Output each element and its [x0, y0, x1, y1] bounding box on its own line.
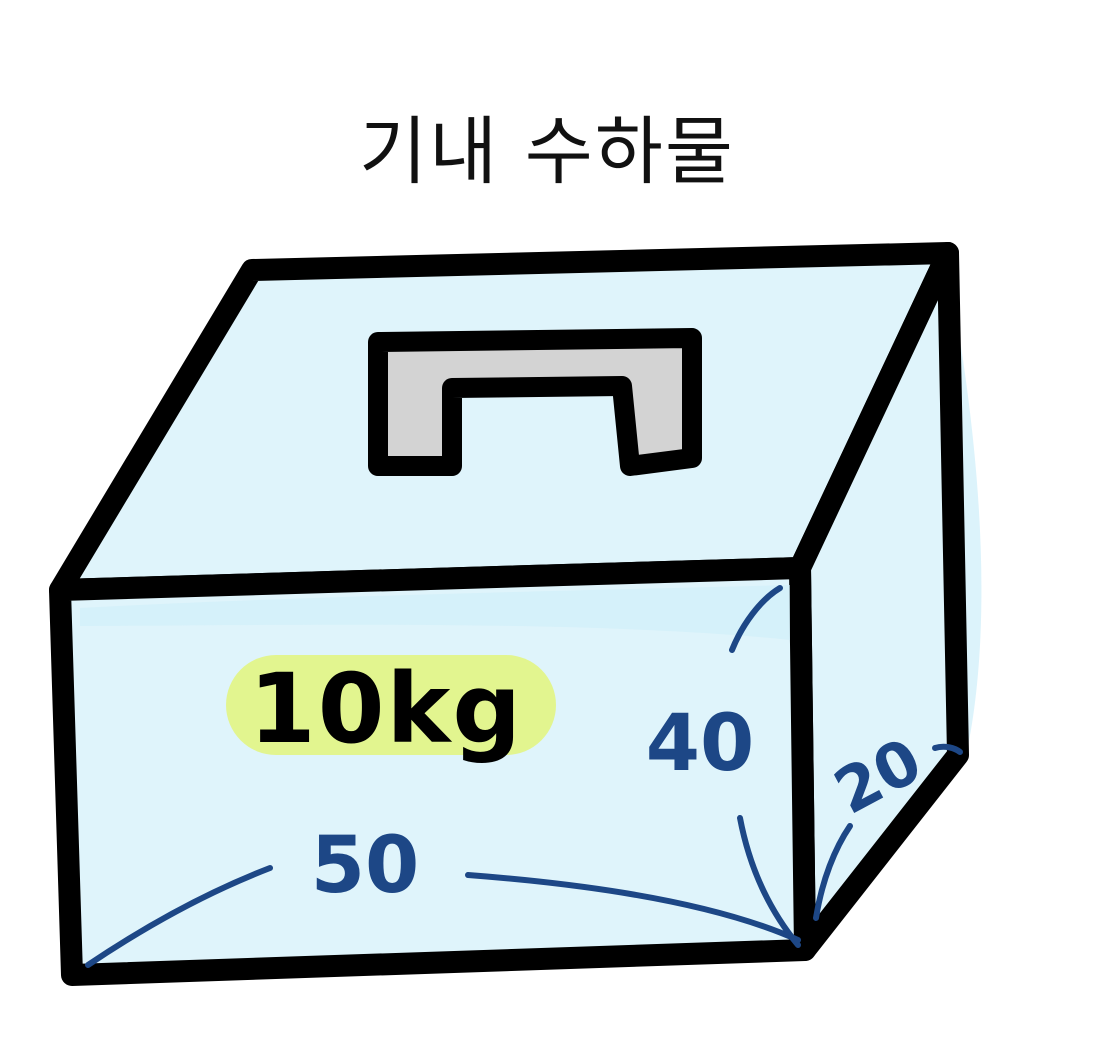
width-arc-left — [85, 865, 273, 968]
weight-label: 10kg — [249, 653, 523, 765]
height-arc-top — [729, 585, 783, 653]
diagram-title: 기내 수하물 — [359, 109, 735, 195]
front-face-wash — [80, 585, 790, 640]
height-dimension-label: 40 — [646, 699, 755, 789]
weight-highlight — [226, 655, 556, 755]
height-arc-bottom — [737, 815, 801, 948]
handle-icon — [368, 328, 702, 476]
width-arc-right — [465, 872, 801, 943]
width-dimension-label: 50 — [311, 821, 420, 911]
depth-arc-bottom — [813, 823, 853, 921]
depth-arc-top — [932, 743, 963, 755]
